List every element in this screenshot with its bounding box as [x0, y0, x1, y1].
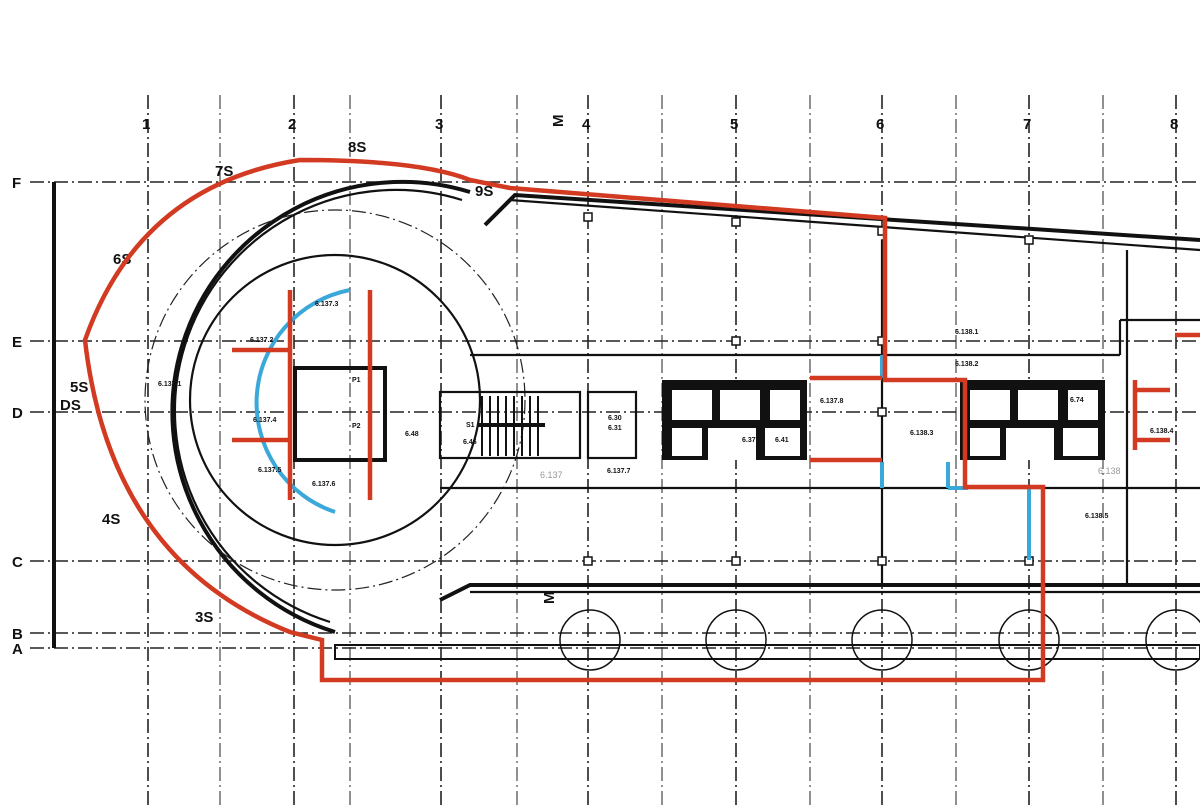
svg-text:7S: 7S — [215, 163, 233, 180]
svg-text:8: 8 — [1170, 116, 1178, 133]
svg-text:5: 5 — [730, 116, 738, 133]
svg-text:C: C — [12, 554, 23, 571]
svg-text:9S: 9S — [475, 183, 493, 200]
svg-text:3: 3 — [435, 116, 443, 133]
grid-labels: 1 2 3 4 5 6 7 8 F E D C B A 3S 4S 5S DS … — [12, 115, 1178, 659]
svg-text:2: 2 — [288, 116, 296, 133]
room-labels: 6.137.3 6.137.2 6.137.1 6.137.4 6.137.5 … — [158, 301, 1173, 520]
svg-text:6.138.5: 6.138.5 — [1085, 513, 1108, 520]
svg-text:6.48: 6.48 — [405, 431, 419, 438]
svg-text:E: E — [12, 334, 22, 351]
svg-text:6.30: 6.30 — [608, 415, 622, 422]
svg-text:5S: 5S — [70, 379, 88, 396]
svg-text:6.137.7: 6.137.7 — [607, 468, 630, 475]
svg-text:6.137.4: 6.137.4 — [253, 417, 276, 424]
svg-text:6.37: 6.37 — [742, 437, 756, 444]
svg-text:6.46: 6.46 — [463, 439, 477, 446]
svg-text:6.74: 6.74 — [1070, 397, 1084, 404]
svg-text:M: M — [550, 115, 567, 128]
building-walls — [52, 179, 1200, 671]
svg-text:6.137.6: 6.137.6 — [312, 481, 335, 488]
svg-text:6.138: 6.138 — [1098, 466, 1121, 476]
glazing-lines — [254, 288, 1031, 560]
svg-text:6.138.1: 6.138.1 — [955, 329, 978, 336]
svg-text:3S: 3S — [195, 609, 213, 626]
svg-text:6.138.2: 6.138.2 — [955, 361, 978, 368]
svg-text:7: 7 — [1023, 116, 1031, 133]
svg-text:6.137.1: 6.137.1 — [158, 381, 181, 388]
svg-text:S1: S1 — [466, 422, 475, 429]
svg-text:6.138.3: 6.138.3 — [910, 430, 933, 437]
svg-text:6.137.3: 6.137.3 — [315, 301, 338, 308]
svg-text:6.72: 6.72 — [1025, 385, 1039, 392]
svg-text:6.137.5: 6.137.5 — [258, 467, 281, 474]
svg-text:B: B — [12, 626, 23, 643]
svg-text:4S: 4S — [102, 511, 120, 528]
svg-text:6.138.4: 6.138.4 — [1150, 428, 1173, 435]
svg-text:M: M — [541, 592, 558, 605]
svg-text:1: 1 — [142, 116, 150, 133]
svg-text:6.137.2: 6.137.2 — [250, 337, 273, 344]
svg-text:F: F — [12, 175, 21, 192]
svg-text:6.137.8: 6.137.8 — [820, 398, 843, 405]
svg-text:P1: P1 — [352, 377, 361, 384]
tenant-boundary — [82, 157, 1200, 683]
svg-text:6S: 6S — [113, 251, 131, 268]
svg-text:P2: P2 — [352, 423, 361, 430]
svg-text:6: 6 — [876, 116, 884, 133]
svg-text:6.137: 6.137 — [540, 470, 563, 480]
svg-text:A: A — [12, 641, 23, 658]
svg-text:8S: 8S — [348, 139, 366, 156]
svg-text:D: D — [12, 405, 23, 422]
svg-text:6.41: 6.41 — [775, 437, 789, 444]
svg-text:DS: DS — [60, 397, 81, 414]
svg-text:6.31: 6.31 — [608, 425, 622, 432]
svg-text:4: 4 — [582, 116, 591, 133]
